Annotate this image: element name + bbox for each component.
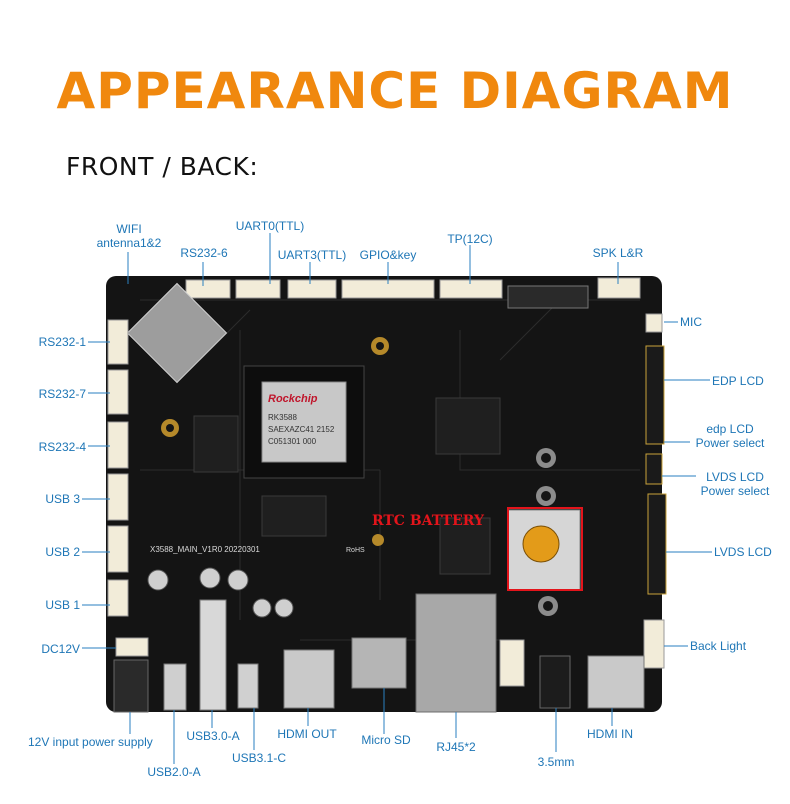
wifi-module: [126, 282, 228, 384]
connector-tp: [439, 279, 503, 299]
page-title: APPEARANCE DIAGRAM: [56, 62, 734, 120]
rj45-port: [415, 593, 497, 713]
chip-line2: SAEXAZC41 2152: [268, 425, 335, 434]
hdmi-in-port: [587, 655, 645, 709]
label-12v-power: 12V input power supply: [28, 735, 153, 749]
label-mic: MIC: [680, 315, 702, 329]
connector-uart0: [235, 279, 281, 299]
usb20-port: [163, 663, 187, 711]
label-gpio-key: GPIO&key: [359, 248, 417, 262]
label-rs232-4: RS232-4: [38, 440, 86, 454]
label-rj45: RJ45*2: [436, 740, 476, 754]
left-connectors: [107, 319, 149, 657]
hdmi-out-port: [283, 649, 335, 709]
label-usb3: USB 3: [45, 492, 80, 506]
rtc-highlight-box: [507, 507, 583, 591]
label-lvds-power: LVDS LCD Power select: [700, 470, 770, 498]
label-usb30a: USB3.0-A: [186, 729, 240, 743]
chip-line3: C051301 000: [268, 437, 317, 446]
pcie-slot: [507, 285, 589, 309]
rtc-battery: [522, 525, 560, 563]
label-spk: SPK L&R: [592, 246, 644, 260]
label-3-5mm: 3.5mm: [537, 755, 575, 769]
label-lvds-lcd: LVDS LCD: [714, 545, 772, 559]
label-usb31c: USB3.1-C: [231, 751, 287, 765]
soc-chip: [261, 381, 347, 463]
mounting-holes: [161, 337, 558, 616]
connector-uart3: [287, 279, 337, 299]
connector-aux: [499, 639, 525, 687]
connector-spk: [597, 277, 641, 299]
rohs-print: RoHS: [346, 547, 365, 554]
label-usb2: USB 2: [45, 545, 80, 559]
board-model-print: X3588_MAIN_V1R0 20220301: [150, 545, 260, 554]
label-edp-lcd: EDP LCD: [712, 374, 764, 388]
label-rs232-7: RS232-7: [38, 387, 86, 401]
label-rs232-1: RS232-1: [38, 335, 86, 349]
label-micro-sd: Micro SD: [361, 733, 411, 747]
page-subtitle: FRONT / BACK:: [66, 152, 259, 181]
label-back-light: Back Light: [690, 639, 747, 653]
label-tp: TP(12C): [447, 232, 493, 246]
label-hdmi-in: HDMI IN: [587, 727, 633, 741]
rtc-battery-label: RTC BATTERY: [372, 513, 484, 529]
label-hdmi-out: HDMI OUT: [277, 727, 337, 741]
microsd-slot: [351, 637, 407, 689]
label-uart0: UART0(TTL): [235, 219, 305, 233]
chip-line1: RK3588: [268, 413, 297, 422]
right-headers: [645, 345, 667, 595]
connector-backlight: [643, 619, 665, 669]
dc-jack: [113, 659, 149, 713]
label-uart3: UART3(TTL): [277, 248, 347, 262]
label-wifi: WIFI antenna1&2: [96, 222, 162, 250]
label-dc12v: DC12V: [41, 642, 80, 656]
audio-jack: [539, 655, 571, 709]
usbc-port: [237, 663, 259, 709]
connector-rs232-6: [185, 279, 231, 299]
leader-lines: [82, 233, 712, 764]
label-edp-power: edp LCD Power select: [695, 422, 765, 450]
usb30-port: [199, 599, 227, 711]
label-usb20a: USB2.0-A: [147, 765, 201, 779]
capacitors: [147, 567, 294, 618]
label-usb1: USB 1: [45, 598, 80, 612]
memory-chips: [193, 397, 501, 575]
chip-brand: Rockchip: [268, 393, 318, 405]
label-rs232-6: RS232-6: [180, 246, 228, 260]
connector-mic: [645, 313, 663, 333]
